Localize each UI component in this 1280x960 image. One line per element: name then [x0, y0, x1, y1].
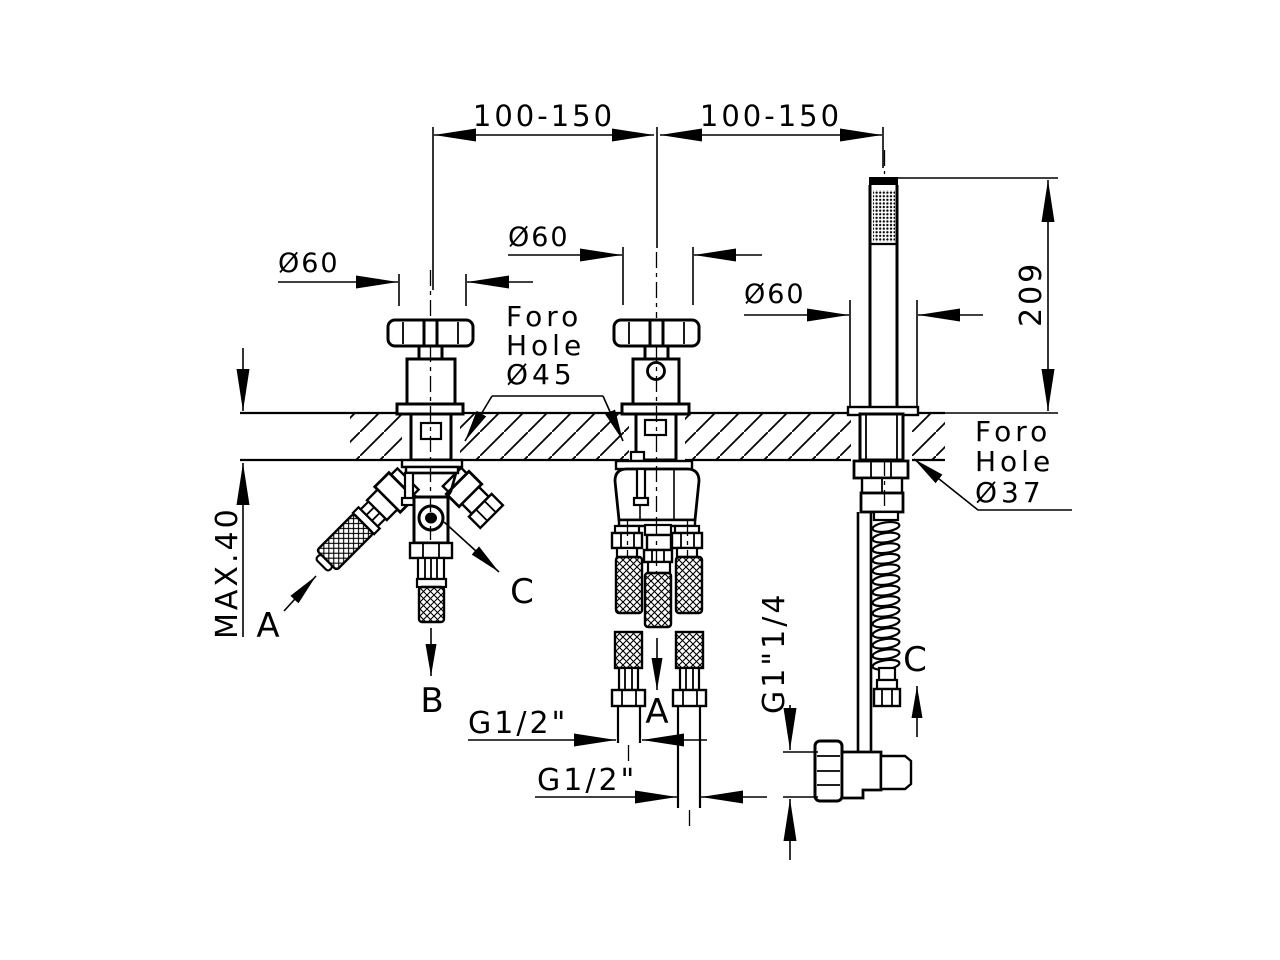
valve-mid-detail: [643, 418, 668, 437]
hose-end-collar: [877, 666, 897, 682]
arrow-c-left: [443, 521, 500, 573]
handshower-spray-face: [873, 190, 895, 242]
valve-mid-screw: [635, 467, 647, 502]
arrow-a-left: [283, 575, 317, 612]
mid-hose-left-lower: [610, 630, 647, 743]
dia-shower-text: Ø60: [744, 279, 806, 310]
elbow-body: [840, 750, 883, 800]
supply-pipe: [856, 512, 873, 752]
label-a-left: A: [256, 606, 281, 646]
hole45-line1: Foro: [506, 300, 582, 333]
valve-mid: [610, 318, 708, 808]
label-c-right: C: [903, 640, 929, 680]
handshower-coupler: [859, 491, 905, 514]
hole37-line1: Foro: [975, 415, 1051, 448]
label-a-mid: A: [645, 692, 670, 732]
elbow-spigot: [879, 754, 913, 791]
handshower-body: [868, 185, 899, 407]
dimension-annotations: 100-150 100-150 Ø60 Ø60 Ø60 209 MAX.40 F…: [210, 99, 1072, 860]
thread-right-text: G1/2": [537, 763, 637, 798]
label-c-left: C: [510, 572, 536, 612]
mid-hose-right-lower: [671, 630, 708, 808]
valve-left-braided-hose: [417, 585, 446, 624]
hose-spring-guard: [870, 519, 902, 673]
dim-209-text: 209: [1014, 261, 1049, 327]
thread-left-text: G1/2": [468, 706, 568, 741]
handshower: [846, 177, 920, 752]
mid-outlet-right-hose: [674, 555, 704, 615]
valve-left-outlet-c: [441, 466, 505, 530]
mid-outlet-center-hose: [643, 571, 673, 629]
mid-outlet-center-nut: [642, 548, 674, 564]
hole-45-callout: Foro Hole Ø45: [464, 300, 624, 442]
mid-outlet-left-hose: [614, 555, 644, 615]
handshower-top-cap: [869, 177, 898, 185]
handle-spoke-mid: [648, 318, 665, 348]
hose-end-nut: [872, 687, 902, 708]
valve-mid-screw-cap: [632, 496, 650, 507]
handshower-hex-nut: [852, 459, 910, 480]
hole45-line3: Ø45: [506, 358, 576, 391]
dim-max40-text: MAX.40: [210, 506, 245, 639]
dia-left-text: Ø60: [278, 248, 340, 279]
hose-top-fitting: [872, 510, 900, 522]
valve-left-screw: [403, 471, 415, 501]
hole37-line3: Ø37: [975, 476, 1045, 509]
hole-37-callout: Foro Hole Ø37: [913, 415, 1072, 511]
handle-spoke-left: [422, 318, 439, 348]
elbow-fitting: [813, 739, 913, 803]
valve-left: [315, 318, 505, 624]
hole37-line2: Hole: [975, 445, 1054, 478]
connection-labels: A B C A C: [256, 521, 929, 737]
valve-mid-stud: [629, 450, 646, 463]
dia-mid-text: Ø60: [508, 222, 570, 253]
dim-top-left-text: 100-150: [473, 99, 615, 133]
dim-top-right-text: 100-150: [700, 99, 842, 133]
thread-elbow-text: G1"1/4: [757, 592, 792, 714]
hole45-line2: Hole: [506, 329, 585, 362]
label-b-left: B: [420, 681, 445, 721]
centerlines: [429, 150, 886, 828]
valve-left-hex-nut: [408, 541, 454, 560]
